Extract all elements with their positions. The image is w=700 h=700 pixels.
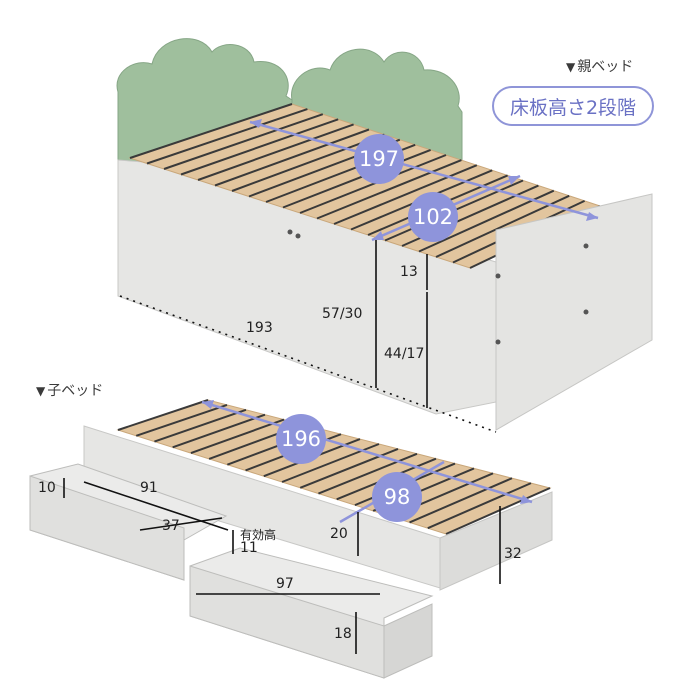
slat [316,159,462,220]
child-right-panel [439,491,553,591]
parent-rail-dim: 13 [400,264,418,280]
parent-length-badge: 197 [354,134,404,184]
headboard-left [116,38,293,173]
slat [333,164,478,225]
slat [190,418,285,455]
slat [197,123,354,181]
slat [117,399,209,431]
child-total-height-dim: 32 [504,546,522,562]
slat [163,113,324,170]
triangle-down-icon: ▼ [36,384,46,398]
slat [180,118,339,176]
slat [214,128,370,187]
parent-bed-text: 親ベッド [577,59,634,75]
drawer-left-height-dim: 10 [38,480,56,496]
child-bed-text: 子ベッド [47,383,104,399]
child-length-badge: 196 [276,414,326,464]
slat [409,477,513,524]
slat [435,194,570,258]
slat [299,154,447,214]
slat [146,108,308,165]
parent-foot-panel [495,193,653,431]
parent-bed-label: ▼親ベッド [566,56,633,76]
child-width-badge: 98 [372,472,422,522]
slat [135,403,228,437]
effective-height-dim: 11 [240,540,258,556]
triangle-down-icon: ▼ [566,60,576,74]
drawer-right-width-dim: 97 [276,576,294,592]
drawer-left-inner-dim: 37 [162,518,180,534]
slat [172,413,266,449]
parent-bottom-length-dim: 193 [246,320,273,336]
parent-clearance-dim: 44/17 [384,346,425,362]
parent-width-badge: 102 [408,192,458,242]
slat [154,408,247,443]
child-frame-height-dim: 20 [330,526,348,542]
parent-floor-height-dim: 57/30 [322,306,363,322]
drawer-left-width-dim: 91 [140,480,158,496]
slat [318,452,418,495]
slat [129,103,293,159]
slat [427,482,532,530]
slat [282,148,431,209]
effective-height-label: 有効高 [240,528,277,542]
drawer-right-height-dim: 18 [334,626,352,642]
floor-height-tag: 床板高さ2段階 [492,86,654,126]
child-bed-label: ▼子ベッド [36,380,103,400]
slat [445,487,551,535]
